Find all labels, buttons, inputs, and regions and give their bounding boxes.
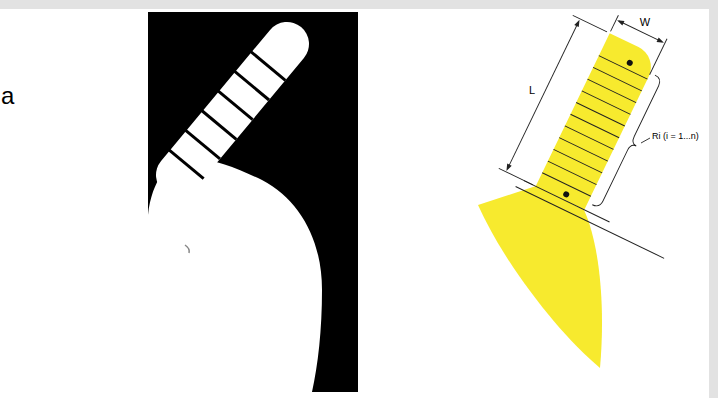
hatch-line	[249, 50, 285, 80]
hatch-line	[168, 149, 204, 179]
hatch-line	[559, 138, 608, 162]
hatch-line	[582, 91, 631, 115]
hatch-line	[593, 67, 642, 91]
hatch-line	[599, 56, 648, 80]
finger-schematic	[478, 0, 718, 368]
region-label: Ri (i = 1...n)	[652, 132, 699, 142]
hatch-line	[554, 149, 603, 173]
hatch-line	[565, 126, 614, 150]
hatch-line	[548, 161, 597, 185]
dimension-label: L	[529, 84, 535, 96]
hatch-line	[576, 103, 625, 127]
finger-photo	[148, 12, 358, 392]
hatch-line	[587, 79, 636, 103]
hatch-line	[233, 70, 269, 100]
hatch-line	[184, 129, 220, 159]
dimension-label: W	[640, 16, 650, 28]
stray-letter: a	[1, 83, 14, 109]
hatch-line	[200, 109, 236, 139]
hatch-line	[571, 114, 620, 138]
hatch-line	[217, 90, 253, 120]
